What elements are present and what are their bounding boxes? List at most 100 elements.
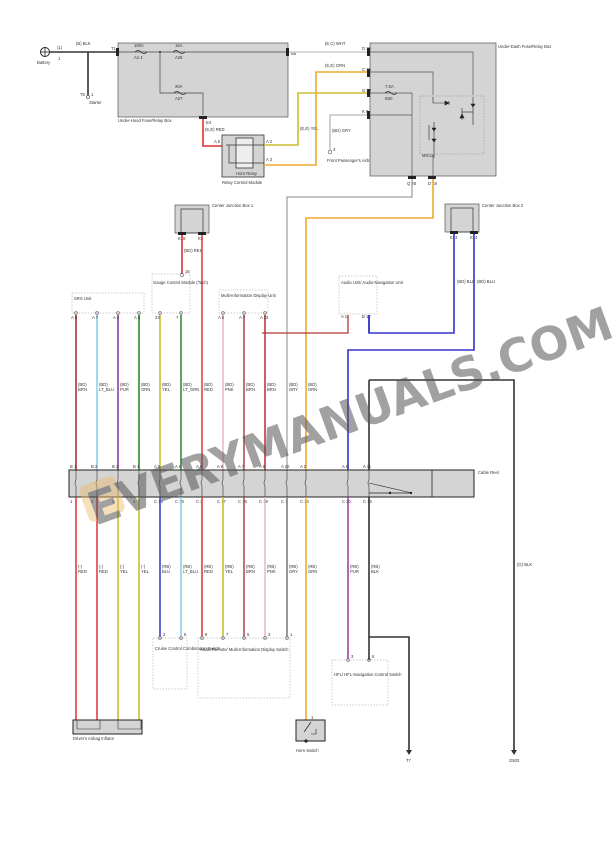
svg-text:1: 1 bbox=[311, 715, 314, 720]
svg-text:A 6: A 6 bbox=[342, 464, 349, 469]
svg-text:B 3: B 3 bbox=[112, 464, 119, 469]
svg-text:A 7: A 7 bbox=[92, 315, 99, 320]
wire-label: (-)YEL bbox=[120, 564, 129, 574]
svg-text:Relay Control Module: Relay Control Module bbox=[222, 180, 263, 185]
spring-contact-icon bbox=[263, 470, 266, 497]
svg-text:A 7: A 7 bbox=[239, 315, 246, 320]
svg-text:G503: G503 bbox=[509, 758, 520, 763]
svg-text:(1): (1) bbox=[57, 45, 63, 50]
svg-text:(E,E) RED: (E,E) RED bbox=[205, 127, 225, 132]
svg-text:C 18: C 18 bbox=[238, 499, 248, 504]
svg-text:(G) BLK: (G) BLK bbox=[517, 562, 532, 567]
svg-text:T8: T8 bbox=[80, 92, 86, 97]
svg-text:C 15: C 15 bbox=[154, 499, 164, 504]
svg-text:A 11: A 11 bbox=[363, 464, 372, 469]
svg-text:T7: T7 bbox=[406, 758, 412, 763]
svg-text:1: 1 bbox=[58, 56, 61, 61]
svg-text:D 29: D 29 bbox=[362, 46, 372, 51]
svg-text:A 11: A 11 bbox=[341, 314, 350, 319]
fuse-icon bbox=[134, 50, 148, 54]
svg-text:K6: K6 bbox=[198, 236, 204, 241]
wire-orn-long bbox=[305, 179, 434, 470]
wire-label: (-)RED bbox=[78, 564, 87, 574]
svg-text:4: 4 bbox=[133, 499, 136, 504]
svg-text:(E,E) YEL: (E,E) YEL bbox=[300, 126, 319, 131]
wire-label: (BD)LT_BLU bbox=[99, 382, 114, 392]
connector-icon bbox=[199, 116, 207, 119]
svg-text:B 12: B 12 bbox=[362, 314, 371, 319]
spring-contact-icon bbox=[200, 470, 203, 497]
spring-contact-icon bbox=[158, 470, 161, 497]
spring-contact-icon bbox=[346, 470, 349, 497]
micu-circuit-icon bbox=[428, 97, 476, 158]
ground-icon bbox=[406, 750, 412, 755]
wire-label: (RB)PUR bbox=[350, 564, 359, 574]
svg-text:(E,C) WHT: (E,C) WHT bbox=[325, 41, 346, 46]
svg-text:20A: 20A bbox=[175, 84, 183, 89]
drivers-airbag-inflator bbox=[72, 719, 143, 735]
wire-brn-audio bbox=[262, 315, 349, 334]
svg-text:(RB)BLK: (RB)BLK bbox=[371, 564, 380, 574]
under-dash-fuse-box bbox=[369, 42, 497, 177]
svg-text:C 13: C 13 bbox=[363, 499, 373, 504]
battery-label: Battery bbox=[37, 60, 51, 65]
svg-text:A 5: A 5 bbox=[154, 464, 161, 469]
wire-label: (RB)BLU bbox=[162, 564, 171, 574]
switch-contact-icon bbox=[303, 721, 312, 733]
svg-text:A 2: A 2 bbox=[300, 464, 307, 469]
svg-text:(BD) RED: (BD) RED bbox=[184, 248, 203, 253]
svg-text:Cable Reel: Cable Reel bbox=[478, 470, 499, 475]
wire-yel bbox=[264, 92, 367, 146]
svg-text:2: 2 bbox=[91, 499, 94, 504]
svg-text:(BD) BLU: (BD) BLU bbox=[477, 279, 495, 284]
svg-text:Under-Hood Fuse/Relay Box: Under-Hood Fuse/Relay Box bbox=[118, 118, 172, 123]
starter-label: Starter bbox=[89, 100, 102, 105]
svg-text:3: 3 bbox=[268, 632, 271, 637]
svg-text:C 20: C 20 bbox=[342, 499, 352, 504]
svg-text:(BD) BLU: (BD) BLU bbox=[457, 279, 475, 284]
svg-text:Gauge Control Module (Tach): Gauge Control Module (Tach) bbox=[153, 280, 209, 285]
svg-text:3: 3 bbox=[333, 147, 336, 152]
svg-text:1: 1 bbox=[290, 632, 293, 637]
svg-text:2: 2 bbox=[163, 632, 166, 637]
wire-label: (BD)GRN bbox=[141, 382, 150, 392]
battery-icon bbox=[40, 47, 50, 57]
gauge-control-module bbox=[151, 273, 191, 314]
fuse-icon bbox=[173, 91, 187, 95]
svg-text:A27: A27 bbox=[175, 96, 183, 101]
micu-module bbox=[419, 95, 485, 155]
spring-contact-icon bbox=[285, 470, 288, 497]
svg-text:6: 6 bbox=[184, 632, 187, 637]
fuse-icon bbox=[384, 91, 398, 95]
wire-label: (RB)RED bbox=[204, 564, 213, 574]
srs-unit bbox=[71, 292, 145, 314]
svg-text:B30: B30 bbox=[385, 96, 393, 101]
svg-text:100A: 100A bbox=[134, 43, 144, 48]
wire-label: (BD)ORN bbox=[308, 382, 317, 392]
svg-text:7: 7 bbox=[226, 632, 229, 637]
svg-text:T1: T1 bbox=[111, 46, 117, 51]
connector-icon bbox=[116, 48, 119, 56]
svg-text:A 10: A 10 bbox=[281, 464, 290, 469]
svg-text:C 14: C 14 bbox=[300, 499, 310, 504]
cable-reel-pins: B 11B 22B 33B 44A 5C 15A 6C 16A 8C 3A 9C… bbox=[70, 464, 373, 504]
svg-text:A 8: A 8 bbox=[71, 315, 78, 320]
spring-contact-icon bbox=[304, 470, 307, 497]
svg-text:A 8: A 8 bbox=[259, 464, 266, 469]
svg-text:(BD) GRY: (BD) GRY bbox=[332, 128, 351, 133]
svg-text:(E,E) GRN: (E,E) GRN bbox=[325, 63, 345, 68]
lower-wire-columns: (-)RED(-)RED(-)YEL(-)YEL(RB)BLU(RB)LT_BL… bbox=[75, 497, 380, 720]
svg-text:E4: E4 bbox=[206, 120, 212, 125]
spring-contact-icon bbox=[74, 470, 77, 497]
svg-text:1: 1 bbox=[91, 92, 94, 97]
horn-switch bbox=[295, 719, 326, 742]
wire-blk-g503 bbox=[369, 379, 515, 750]
svg-text:A 4: A 4 bbox=[113, 315, 120, 320]
spring-contact-icon bbox=[179, 470, 182, 497]
wire-label: (RB)BRN bbox=[246, 564, 255, 574]
svg-text:SRS Unit: SRS Unit bbox=[74, 296, 92, 301]
svg-text:3: 3 bbox=[112, 499, 115, 504]
svg-text:A 9: A 9 bbox=[217, 464, 224, 469]
svg-text:B8: B8 bbox=[291, 51, 297, 56]
